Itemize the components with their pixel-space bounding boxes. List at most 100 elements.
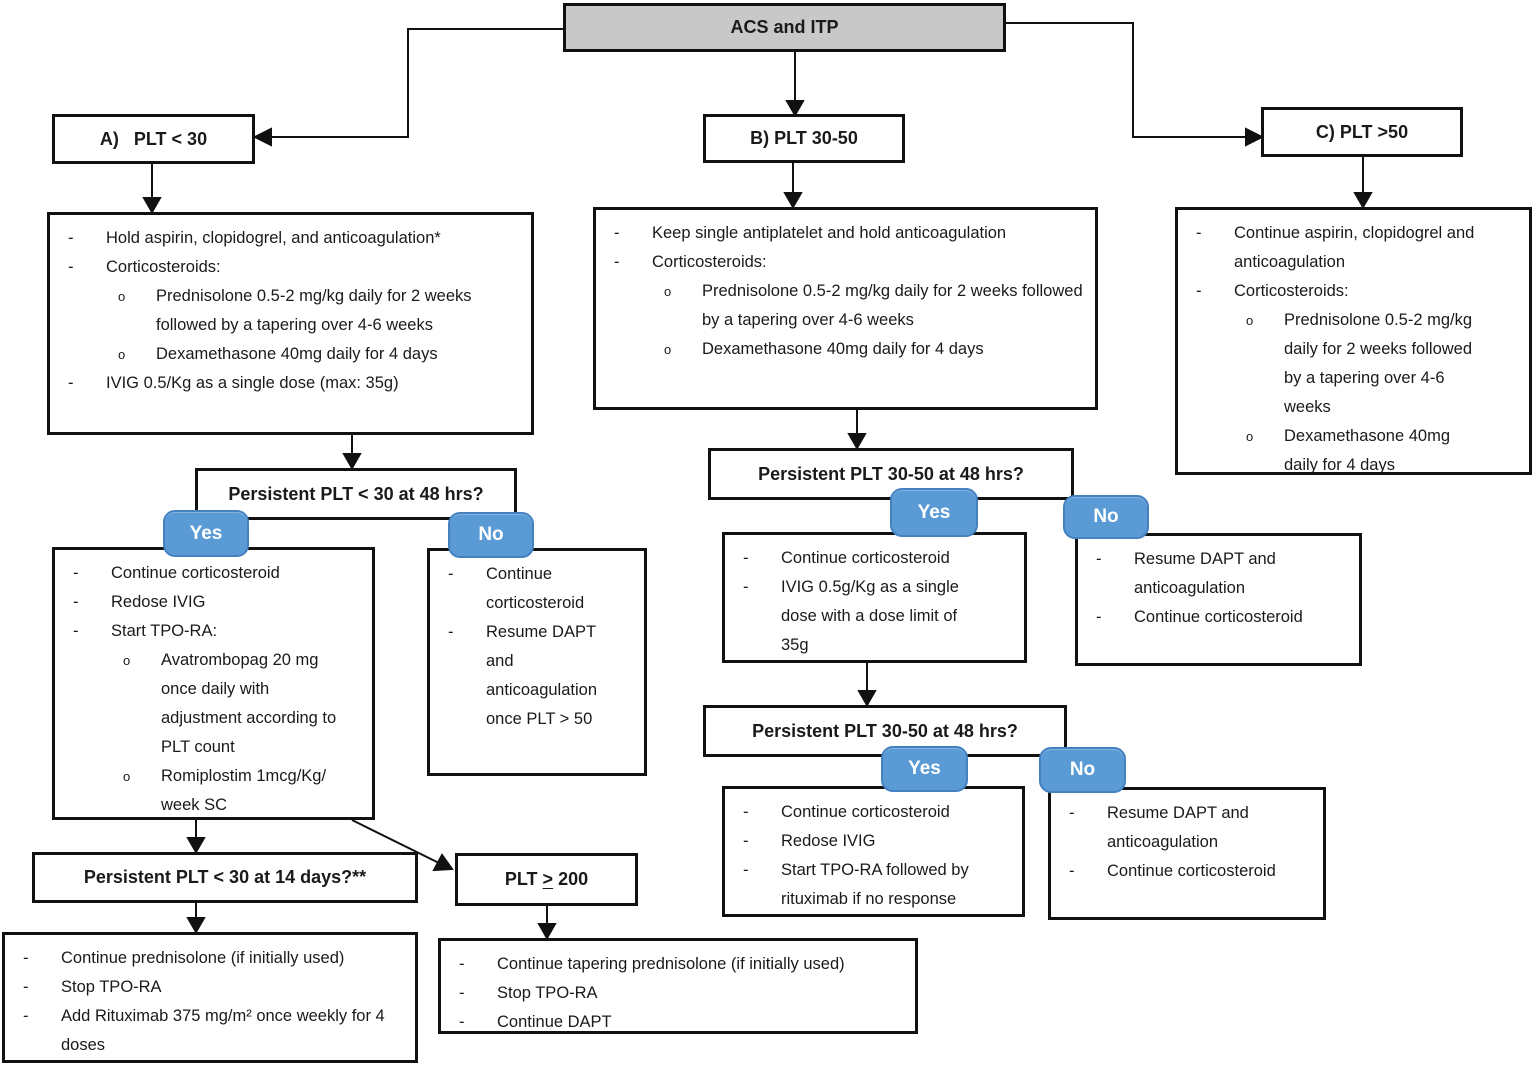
dash-bullet: - — [1096, 608, 1102, 626]
circle-bullet: o — [123, 653, 131, 668]
plt-200-post: 200 — [553, 869, 589, 889]
circle-bullet: o — [118, 347, 126, 362]
dash-bullet: - — [614, 224, 620, 242]
yes-label: Yes — [908, 758, 941, 779]
plt-200-geq-sign: > — [542, 869, 554, 889]
bullet-text: Continue DAPT — [497, 1013, 612, 1031]
dash-bullet: - — [743, 803, 749, 821]
bullet-item: -Resume DAPT and anticoagulation once PL… — [430, 618, 608, 734]
bullet-item: o Prednisolone 0.5-2 mg/kg daily for 2 we… — [1178, 306, 1484, 422]
bullet-item: -Hold aspirin, clopidogrel, and anticoag… — [50, 224, 519, 253]
decision-a-14d: Persistent PLT < 30 at 14 days?** — [32, 852, 418, 903]
bullet-text: Continue corticosteroid — [1107, 862, 1276, 880]
dash-bullet: - — [1069, 862, 1075, 880]
bullet-text: Dexamethasone 40mg daily for 4 days — [702, 340, 984, 358]
plt-200-outcome: -Continue tapering prednisolone (if init… — [438, 938, 918, 1034]
bullet-text: Resume DAPT and anticoagulation once PLT… — [486, 623, 598, 728]
dash-bullet: - — [743, 578, 749, 596]
bullet-text: Prednisolone 0.5-2 mg/kg daily for 2 wee… — [702, 282, 1083, 329]
dash-bullet: - — [743, 832, 749, 850]
bullet-item: - Continue corticosteroid — [55, 559, 350, 588]
bullet-text: Keep single antiplatelet and hold antico… — [652, 224, 1007, 242]
final-outcome-a: - Continue prednisolone (if initially use… — [2, 932, 418, 1063]
bullet-item: -Start TPO-RA followed by rituximab if n… — [725, 856, 1010, 914]
bullet-text: Redose IVIG — [781, 832, 876, 850]
bullet-text: Dexamethasone 40mg daily for 4 days — [156, 345, 438, 363]
bullet-item: o Dexamethasone 40mg daily for 4 days — [596, 335, 1083, 364]
decision-a-48h: Persistent PLT < 30 at 48 hrs? — [195, 468, 517, 520]
dash-bullet: - — [23, 1007, 29, 1025]
bullet-text: Continue corticosteroid — [1134, 608, 1303, 626]
decision-b2-text: Persistent PLT 30-50 at 48 hrs? — [752, 720, 1018, 741]
bullet-item: o Dexamethasone 40mg daily for 4 days — [1178, 422, 1484, 480]
bullet-item: -Continue corticosteroid — [725, 544, 984, 573]
branch-b-header: B) PLT 30-50 — [703, 114, 905, 163]
dash-bullet: - — [459, 955, 465, 973]
branch-b-label: B) PLT 30-50 — [750, 128, 858, 148]
bullet-item: - Redose IVIG — [725, 827, 1010, 856]
yes-label: Yes — [917, 501, 951, 523]
bullet-item: o Prednisolone 0.5-2 mg/kg daily for 2 we… — [50, 282, 519, 340]
decision-a-48h-text: Persistent PLT < 30 at 48 hrs? — [228, 483, 484, 504]
no-label: No — [478, 524, 504, 545]
yes-button-b2: Yes — [881, 746, 968, 792]
bullet-item: - Continue corticosteroid — [725, 798, 1010, 827]
yes-button-a: Yes — [163, 510, 249, 557]
circle-bullet: o — [664, 342, 672, 357]
yes-outcome-b1: -Continue corticosteroid - IVIG 0.5g/Kg a… — [722, 532, 1027, 663]
bullet-text: Continue prednisolone (if initially used… — [61, 949, 345, 967]
bullet-text: Dexamethasone 40mg daily for 4 days — [1284, 427, 1451, 474]
branch-c-header: C) PLT >50 — [1261, 107, 1463, 157]
circle-bullet: o — [123, 769, 131, 784]
root-title: ACS and ITP — [730, 17, 839, 37]
dash-bullet: - — [459, 984, 465, 1002]
bullet-item: - Keep single antiplatelet and hold antic… — [596, 219, 1083, 248]
bullet-text: Continue corticosteroid — [781, 803, 950, 821]
bullet-item: - Continue corticosteroid — [1078, 603, 1347, 632]
bullet-text: Prednisolone 0.5-2 mg/kg daily for 2 wee… — [156, 287, 472, 334]
bullet-item: -Continue prednisolone (if initially use… — [5, 944, 403, 973]
bullet-text: Redose IVIG — [111, 593, 206, 611]
bullet-item: - Add Rituximab 375 mg/m² once weekly for… — [5, 1002, 403, 1060]
bullet-text: Add Rituximab 375 mg/m² once weekly for … — [61, 1007, 385, 1054]
bullet-item: - Corticosteroids: — [596, 248, 1083, 277]
dash-bullet: - — [1069, 804, 1075, 822]
circle-bullet: o — [1246, 313, 1254, 328]
circle-bullet: o — [1246, 429, 1254, 444]
bullet-text: Resume DAPT and anticoagulation — [1107, 804, 1249, 851]
yes-outcome-b2: - Continue corticosteroid - Redose IVIG -S… — [722, 786, 1025, 917]
bullet-text: Prednisolone 0.5-2 mg/kg daily for 2 wee… — [1284, 311, 1473, 416]
decision-b2: Persistent PLT 30-50 at 48 hrs? — [703, 705, 1067, 757]
circle-bullet: o — [664, 284, 672, 299]
bullet-text: IVIG 0.5g/Kg as a single dose with a dos… — [781, 578, 959, 654]
root-box: ACS and ITP — [563, 3, 1006, 52]
dash-bullet: - — [448, 565, 454, 583]
bullet-text: Hold aspirin, clopidogrel, and anticoagu… — [106, 229, 441, 247]
bullet-item: -Stop TPO-RA — [5, 973, 403, 1002]
bullet-item: -Corticosteroids: — [50, 253, 519, 282]
no-button-b2: No — [1039, 747, 1126, 793]
no-outcome-b1: -Resume DAPT and anticoagulation -Contin… — [1075, 533, 1362, 666]
no-outcome-b2: - Resume DAPT and anticoagulation - Contin… — [1048, 787, 1326, 920]
branch-a-label: A) PLT < 30 — [99, 128, 208, 149]
bullet-text: Corticosteroids: — [652, 253, 767, 271]
bullet-item: -Stop TPO-RA — [441, 979, 903, 1008]
dash-bullet: - — [73, 564, 79, 582]
decision-b1-text: Persistent PLT 30-50 at 48 hrs? — [758, 463, 1024, 484]
bullet-text: Start TPO-RA followed by rituximab if no… — [781, 861, 969, 908]
bullet-item: - Continue corticosteroid — [1051, 857, 1283, 886]
bullet-text: Romiplostim 1mcg/Kg/ week SC — [161, 767, 327, 814]
bullet-text: Corticosteroids: — [106, 258, 221, 276]
bullet-item: o Romiplostim 1mcg/Kg/ week SC — [55, 762, 350, 820]
bullet-text: Continue corticosteroid — [111, 564, 280, 582]
branch-c-treatment: -Continue aspirin, clopidogrel and antic… — [1175, 207, 1532, 475]
dash-bullet: - — [614, 253, 620, 271]
no-label: No — [1093, 506, 1119, 527]
bullet-item: o Dexamethasone 40mg daily for 4 days — [50, 340, 519, 369]
dash-bullet: - — [1096, 550, 1102, 568]
bullet-text: IVIG 0.5/Kg as a single dose (max: 35g) — [106, 374, 399, 392]
bullet-item: -Continue tapering prednisolone (if init… — [441, 950, 903, 979]
no-label: No — [1069, 759, 1096, 780]
plt-200-pre: PLT — [504, 869, 543, 889]
circle-bullet: o — [118, 289, 126, 304]
